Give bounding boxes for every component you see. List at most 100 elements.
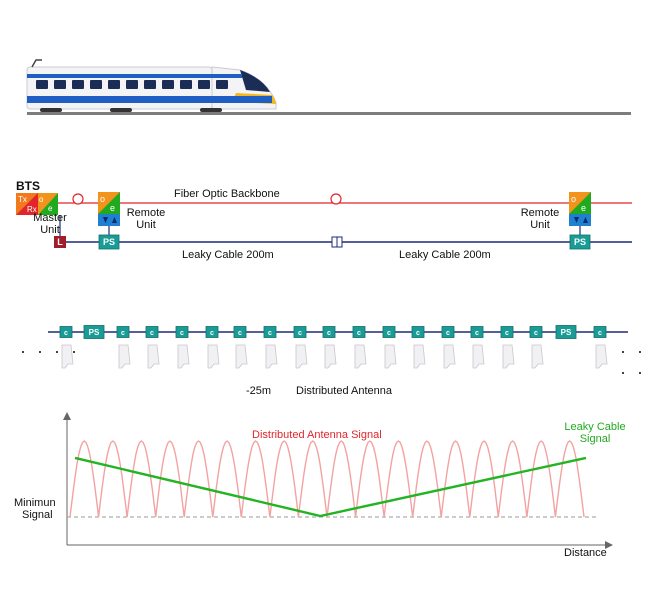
antenna-icon	[472, 344, 485, 369]
coupler-box	[441, 326, 455, 338]
ps-label-right: PS	[573, 237, 586, 247]
master-e-label: e	[48, 204, 53, 213]
master-o-label: o	[39, 195, 44, 204]
bts-rx-label: Rx	[27, 205, 37, 214]
distance-25m-label: -25m	[246, 385, 272, 397]
remote-unit-label-1: Remote	[126, 207, 166, 219]
antenna-icon	[354, 344, 367, 369]
coupler-label: c	[387, 330, 391, 337]
coupler-box	[145, 326, 159, 338]
antenna-icon	[384, 344, 397, 369]
antenna-signal-curve	[69, 440, 585, 518]
remote-unit-label-right-1: Remote	[520, 207, 560, 219]
antenna-icon	[531, 344, 544, 369]
coupler-label: c	[64, 330, 68, 337]
remote-e-label-right: e	[581, 203, 587, 213]
antenna-icon	[61, 344, 74, 369]
bts-tx-label: Tx	[18, 195, 27, 204]
ps-box	[98, 234, 120, 250]
coupler-label: c	[180, 330, 184, 337]
coupler-label: c	[357, 330, 361, 337]
antenna-icon	[177, 344, 190, 369]
coupler-box	[500, 326, 514, 338]
remote-unit-label-right-2: Unit	[530, 219, 550, 231]
coupler-box	[322, 326, 336, 338]
y-axis-arrow	[63, 412, 71, 420]
coupler-box	[116, 326, 130, 338]
coupler-box	[593, 326, 607, 338]
ps-label: PS	[89, 328, 100, 337]
l-box	[54, 236, 66, 248]
antenna-icon	[295, 344, 308, 369]
train-scene	[26, 59, 631, 115]
fiber-connector	[330, 193, 342, 205]
rail-track	[27, 112, 631, 115]
l-box-label: L	[57, 237, 63, 247]
antenna-icon	[207, 344, 220, 369]
remote-o-label-right: o	[571, 194, 577, 204]
coupler-label: c	[121, 330, 125, 337]
coupler-label: c	[534, 330, 538, 337]
master-unit-label-1: Master	[33, 212, 67, 224]
x-axis-arrow	[605, 541, 613, 549]
remote-e-label: e	[110, 203, 116, 213]
train-icon	[26, 59, 277, 112]
ps-box	[83, 325, 105, 339]
coupler-label: c	[446, 330, 450, 337]
remote-o-label: o	[100, 194, 106, 204]
coupler-label: c	[210, 330, 214, 337]
coupler-box	[411, 326, 425, 338]
leaky-cable-label-2: Leaky Cable 200m	[399, 249, 491, 261]
coupler-label: c	[327, 330, 331, 337]
bts-label: BTS	[16, 179, 40, 193]
coupler-box	[205, 326, 219, 338]
coupler-box	[293, 326, 307, 338]
coupler-label: c	[475, 330, 479, 337]
coupler-label: c	[505, 330, 509, 337]
min-signal-label-1: Minimun	[14, 497, 56, 509]
leaky-cable-label-1: Leaky Cable 200m	[182, 249, 274, 261]
antenna-icon	[413, 344, 426, 369]
ps-label: PS	[102, 237, 115, 247]
coupler-box	[263, 326, 277, 338]
fiber-connector	[72, 193, 84, 205]
antenna-signal-label: Distributed Antenna Signal	[252, 429, 382, 441]
ps-label: PS	[561, 328, 572, 337]
ellipsis-right: · · · ·	[620, 341, 646, 382]
bts-icon	[16, 193, 58, 215]
coupler-box	[470, 326, 484, 338]
remote-unit-icon-left	[98, 192, 120, 250]
coupler-label: c	[298, 330, 302, 337]
leaky-signal-line	[74, 456, 587, 518]
fiber-backbone-label: Fiber Optic Backbone	[174, 188, 280, 200]
coupler-box	[382, 326, 396, 338]
ellipsis-left: · · · ·	[20, 341, 80, 361]
coupler-label: c	[150, 330, 154, 337]
coupler-box	[352, 326, 366, 338]
master-unit-label-2: Unit	[40, 224, 60, 236]
antenna-icon	[502, 344, 515, 369]
ps-box	[569, 234, 591, 250]
antenna-icon	[118, 344, 131, 369]
distributed-antenna-label: Distributed Antenna	[296, 385, 393, 397]
min-signal-label-2: Signal	[22, 509, 53, 521]
coupler-label: c	[268, 330, 272, 337]
coupler-label: c	[598, 330, 602, 337]
antenna-icon	[265, 344, 278, 369]
antenna-icon	[443, 344, 456, 369]
coupler-box	[529, 326, 543, 338]
coupler-label: c	[416, 330, 420, 337]
remote-unit-label-2: Unit	[136, 219, 156, 231]
ps-box	[555, 325, 577, 339]
distance-axis-label: Distance	[564, 547, 607, 559]
remote-unit-icon-right	[569, 192, 591, 250]
leaky-signal-label-2: Signal	[579, 433, 611, 445]
antenna-icon	[147, 344, 160, 369]
coupler-box	[175, 326, 189, 338]
coupler-box	[233, 326, 247, 338]
antenna-icon	[595, 344, 608, 369]
leaky-signal-label-1: Leaky Cable	[564, 421, 626, 433]
